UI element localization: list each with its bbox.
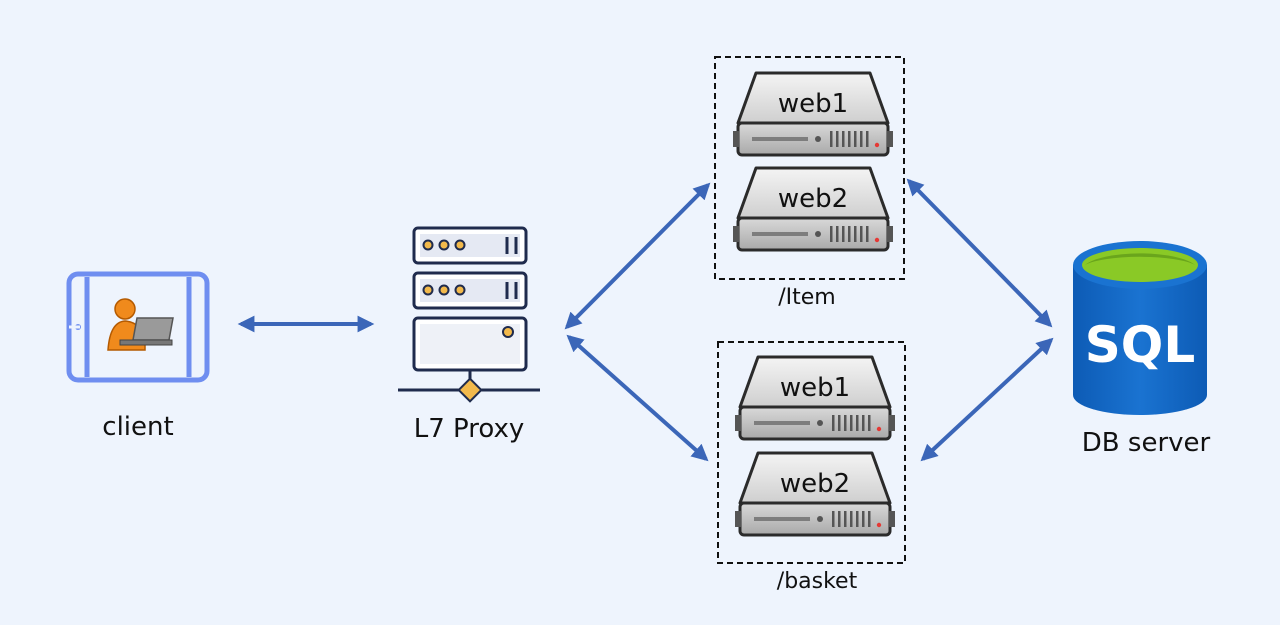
server-label: web2 [780, 469, 850, 499]
server-rack-icon [398, 226, 540, 403]
proxy-label: L7 Proxy [413, 414, 525, 444]
item-web2-server: web2 [731, 166, 895, 252]
arrow-proxy-basket [566, 334, 709, 462]
sql-icon-text: SQL [1085, 316, 1195, 374]
server-label: web1 [778, 89, 848, 119]
server-label: web1 [780, 373, 850, 403]
client-node [66, 271, 210, 383]
basket-web1-server: web1 [733, 355, 897, 441]
item-group-box [714, 56, 905, 280]
basket-path-label: /basket [776, 569, 858, 594]
sql-database-icon: SQL [1073, 241, 1207, 415]
connection-arrows [237, 178, 1054, 462]
server-label: web2 [778, 184, 848, 214]
db-server-node: SQL [1073, 241, 1207, 415]
arrow-item-db [906, 178, 1053, 328]
basket-group-box [717, 341, 906, 564]
db-server-label: DB server [1081, 428, 1211, 458]
item-web1-server: web1 [731, 71, 895, 157]
arrow-proxy-item [564, 182, 711, 330]
client-label: client [102, 412, 174, 442]
arrow-basket-db [920, 337, 1054, 462]
item-path-label: /Item [778, 285, 836, 310]
tablet-user-laptop-icon [66, 271, 210, 383]
l7-proxy-node [398, 226, 540, 403]
basket-web2-server: web2 [733, 451, 897, 537]
